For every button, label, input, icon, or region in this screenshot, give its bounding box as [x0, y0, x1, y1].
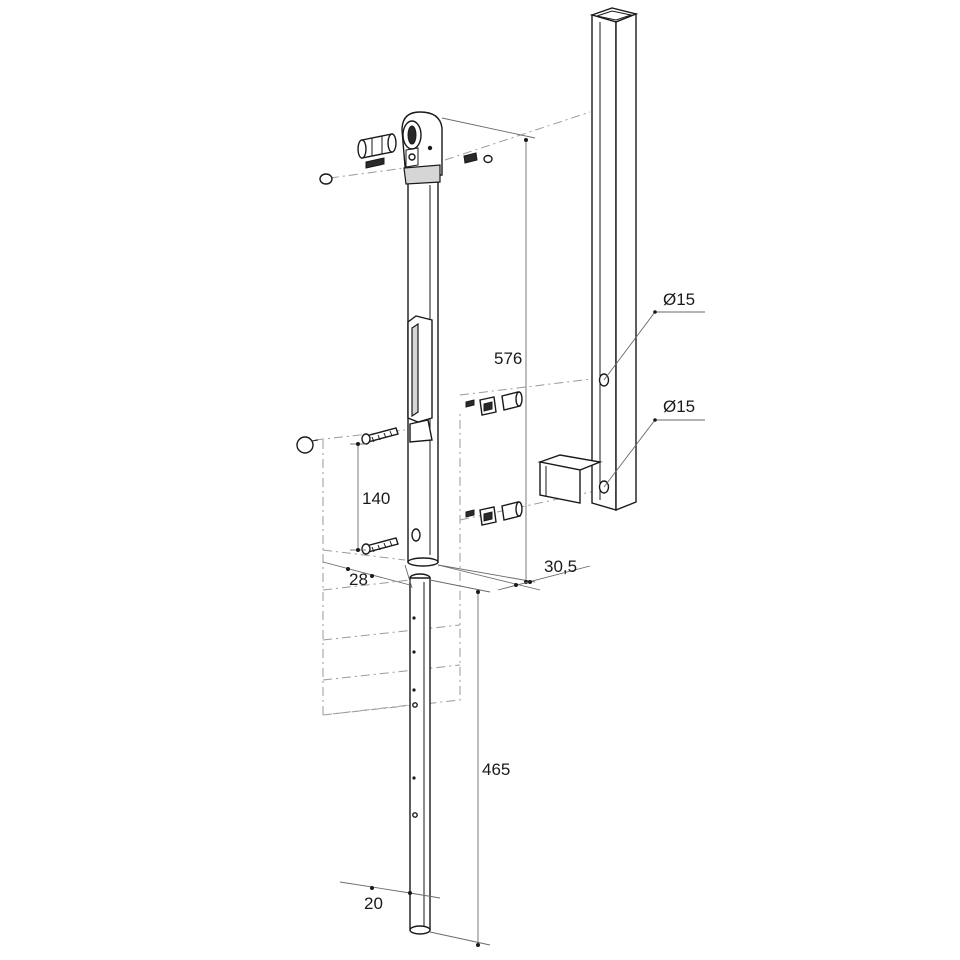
dim-hole-top: Ø15: [663, 290, 695, 309]
cylinder-parts: [319, 133, 493, 185]
dim-465: 465: [482, 760, 510, 779]
construction-lines: [314, 111, 601, 716]
dim-28: 28: [349, 570, 368, 589]
cap-nut-left: [319, 173, 333, 185]
dim-576: 576: [494, 349, 522, 368]
dim-hole-bottom: Ø15: [663, 397, 695, 416]
end-cap-knob: [296, 436, 314, 454]
washer-right: [483, 154, 493, 164]
dim-20: 20: [364, 894, 383, 913]
lock-body: [401, 111, 443, 567]
drop-rod: [409, 573, 431, 935]
mounting-hardware: [296, 391, 523, 555]
dimension-lines: [322, 117, 705, 947]
body-bottom-hole: [411, 528, 421, 542]
dim-140: 140: [362, 489, 390, 508]
square-post: [537, 7, 639, 512]
dim-30-5: 30,5: [544, 557, 577, 576]
